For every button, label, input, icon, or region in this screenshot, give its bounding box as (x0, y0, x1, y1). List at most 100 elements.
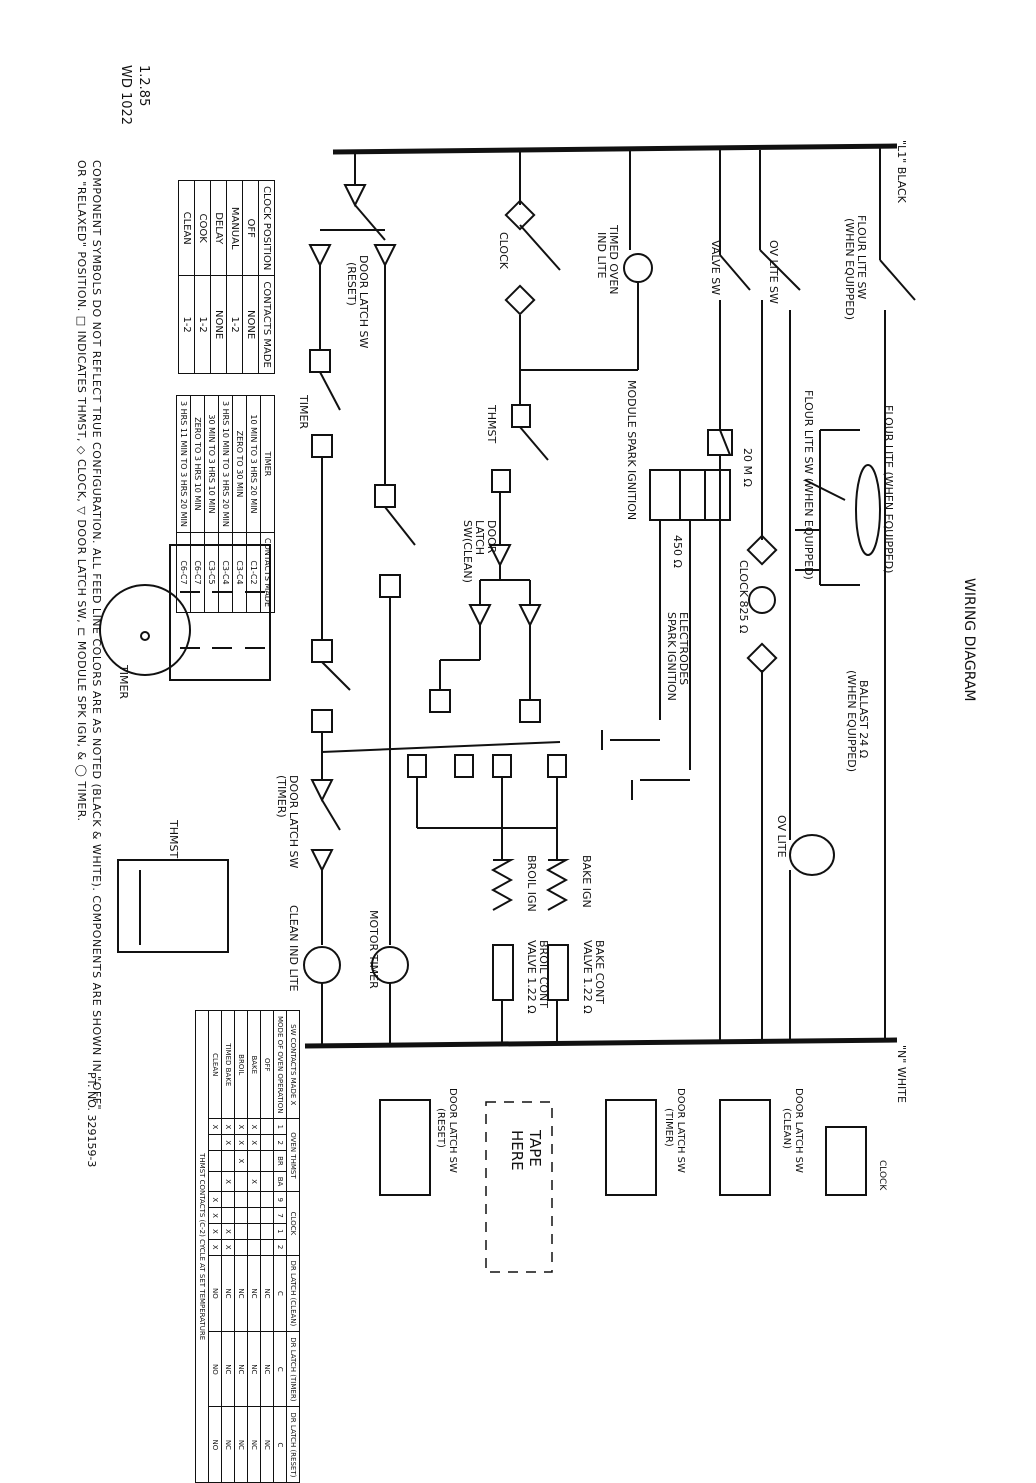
timer-row: C3-C4 (218, 532, 233, 613)
door-latch-clean-label-2: LATCH (473, 520, 486, 555)
sw-cell: X (208, 1191, 222, 1208)
sw-cell (208, 1171, 222, 1192)
electrodes-label-2: SPARK IGNITION (665, 612, 678, 701)
ov-lite-sw-label: OV LITE SW (767, 240, 780, 304)
motor-timer-label: MOTOR TIMER (367, 910, 380, 989)
sw-cell (260, 1207, 274, 1224)
l1-rail (332, 143, 898, 155)
door-latch-timer-label: DOOR LATCH SW (287, 775, 300, 868)
n-rail (304, 1037, 898, 1049)
timer-table-header: CONTACTS MADE (260, 532, 275, 613)
valve-sw-label: VALVE SW (709, 240, 722, 295)
flour-lite-sw-label-2: (WHEN EQUIPPED) (843, 218, 856, 320)
sw-cell: NC (234, 1406, 248, 1483)
sw-cell: X (221, 1118, 235, 1135)
sw-subheader-cell: C (273, 1255, 287, 1332)
tape-here-box (485, 1101, 553, 1273)
n-label: "N" WHITE (895, 1045, 908, 1103)
sw-cell (247, 1223, 261, 1240)
clock-row: DELAY (210, 180, 227, 276)
door-latch-clean-label: DOOR (485, 520, 498, 554)
sw-cell: X (221, 1134, 235, 1151)
timed-oven-label-2: IND LITE (595, 232, 608, 279)
sw-cell: NC (234, 1255, 248, 1332)
sw-cell: X (234, 1150, 248, 1172)
sw-subheader-cell: C (273, 1331, 287, 1407)
timer-row: ZERO TO 3 HRS 10 MIN (190, 395, 205, 533)
sw-cell (247, 1207, 261, 1224)
sw-subheader-cell: C (273, 1406, 287, 1483)
dl-clean-detail (719, 1099, 771, 1196)
clock-row: 1-2 (226, 275, 243, 374)
timer-row: 3 HRS 10 MIN TO 3 HRS 20 MIN (218, 395, 233, 533)
sw-footnote: THMST CONTACTS (C-2) CYCLE AT SET TEMPER… (195, 1010, 209, 1483)
sw-cell: X (208, 1223, 222, 1240)
door-latch-reset-label: DOOR LATCH SW (357, 255, 370, 348)
clock-row: MANUAL (226, 180, 243, 276)
sw-cell: X (208, 1118, 222, 1135)
sw-cell (260, 1134, 274, 1151)
doc-no: WD 1022 (118, 65, 133, 125)
timer-row: 10 MIN TO 3 HRS 20 MIN (246, 395, 261, 533)
r20-label: 20 M Ω (741, 448, 754, 487)
sw-cell: X (247, 1118, 261, 1135)
sw-cell: X (221, 1239, 235, 1256)
timer-row: ZERO TO 30 MIN (232, 395, 247, 533)
sw-cell: NC (221, 1406, 235, 1483)
timer-row: C1-C2 (246, 532, 261, 613)
sw-cell (260, 1223, 274, 1240)
sw-subheader-cell: 9 (273, 1191, 287, 1208)
clock-row: NONE (242, 275, 259, 374)
sw-cell: TIMED BAKE (221, 1010, 235, 1119)
sw-cell: BROIL (234, 1010, 248, 1119)
door-latch-clean-label-3: SW(CLEAN) (461, 520, 474, 583)
clock-table-header: CONTACTS MADE (258, 275, 275, 374)
sw-cell: X (208, 1239, 222, 1256)
sw-cell: NC (234, 1331, 248, 1407)
broil-cont-label: BROIL CONT (537, 940, 550, 1008)
sw-header: OVEN THMST (286, 1118, 300, 1192)
clock-row: CLEAN (178, 180, 195, 276)
sw-cell (208, 1134, 222, 1151)
sw-cell (247, 1150, 261, 1172)
sw-subheader-cell: 2 (273, 1239, 287, 1256)
timer-detail-label: TIMER (117, 664, 130, 699)
timer-detail (99, 544, 271, 681)
clock-row: OFF (242, 180, 259, 276)
sw-cell (260, 1171, 274, 1192)
sw-cell (208, 1150, 222, 1172)
sw-cell (260, 1150, 274, 1172)
clock-detail (825, 1126, 867, 1196)
dl-reset-detail (379, 1099, 431, 1196)
sw-cell: NO (208, 1255, 222, 1332)
broil-cont-label-2: VALVE 1.22 Ω (525, 940, 538, 1014)
sw-cell: X (234, 1118, 248, 1135)
clock-detail-label: CLOCK (877, 1160, 887, 1191)
dl-clean-label-2: (CLEAN) (781, 1108, 792, 1149)
sw-cell: NO (208, 1331, 222, 1407)
timed-oven-label: TIMED OVEN (607, 224, 620, 295)
sw-cell (247, 1191, 261, 1208)
thmst-detail (117, 859, 229, 953)
title-text: WIRING DIAGRAM (961, 578, 977, 702)
ballast-label-2: (WHEN EQUIPPED) (845, 670, 858, 772)
bake-cont-label: BAKE CONT (593, 940, 606, 1004)
sw-cell: X (208, 1207, 222, 1224)
clock-label: CLOCK (497, 232, 510, 270)
sw-subheader-cell: 1 (273, 1118, 287, 1135)
dl-timer-label: DOOR LATCH SW (675, 1088, 686, 1173)
door-latch-timer-label-2: (TIMER) (275, 775, 288, 818)
sw-header: DR LATCH (TIMER) (286, 1331, 300, 1407)
sw-cell: X (247, 1171, 261, 1192)
sw-cell: NO (208, 1406, 222, 1483)
sw-subheader-cell: 1 (273, 1223, 287, 1240)
sw-cell: NC (221, 1331, 235, 1407)
sw-cell: NC (260, 1255, 274, 1332)
clean-ind-lite-label: CLEAN IND LITE (287, 905, 300, 992)
note-line-1: COMPONENT SYMBOLS DO NOT REFLECT TRUE CO… (90, 160, 103, 1111)
